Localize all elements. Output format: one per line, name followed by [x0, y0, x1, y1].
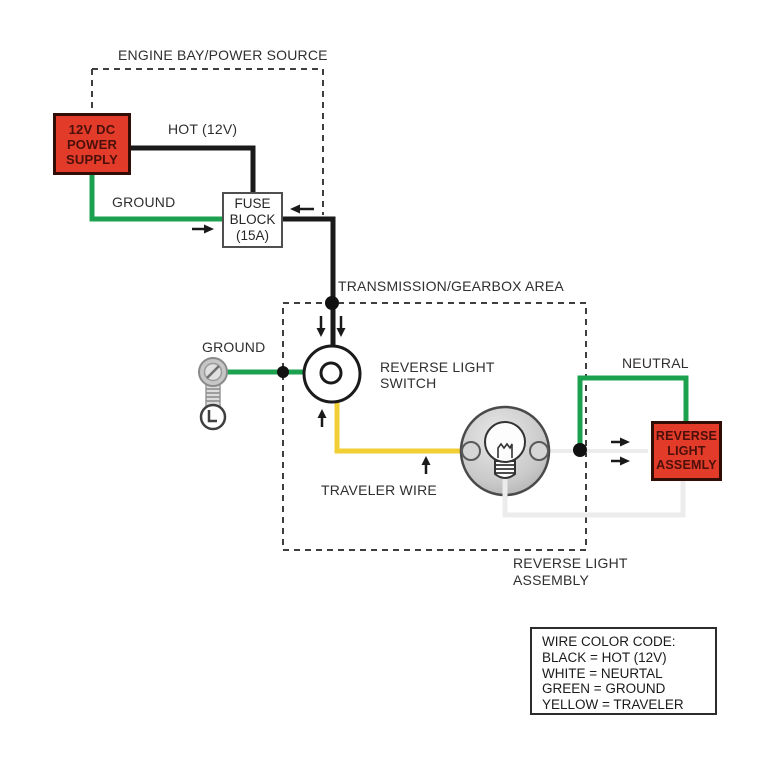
power-supply-line: 12V DC — [68, 121, 116, 137]
switch-label-line: REVERSE LIGHT — [380, 359, 495, 375]
junction-dot-ground — [277, 366, 289, 378]
assembly-box-line: REVERSE — [655, 429, 718, 444]
area-label-line: REVERSE LIGHT — [513, 555, 628, 571]
right-arrow-icon — [611, 456, 630, 466]
switch-label-line: SWITCH — [380, 375, 437, 391]
down-arrow-icon — [336, 316, 346, 337]
neutral-green-wire-to-assembly — [577, 375, 689, 450]
fuse-block-line: BLOCK — [229, 212, 276, 227]
ground-wire-label-switch: GROUND — [202, 339, 266, 355]
legend-title: WIRE COLOR CODE: — [542, 634, 676, 649]
reverse-light-switch-label: REVERSE LIGHT SWITCH — [380, 359, 495, 391]
power-supply-line: SUPPLY — [65, 151, 119, 167]
traveler-wire-label: TRAVELER WIRE — [321, 482, 437, 498]
neutral-wire-label: NEUTRAL — [622, 355, 689, 371]
up-arrow-icon — [421, 456, 431, 474]
light-bulb-icon — [484, 421, 526, 479]
reverse-light-switch-symbol — [302, 344, 362, 404]
reverse-light-area-label: REVERSE LIGHT ASSEMBLY — [513, 555, 628, 589]
area-label-line: ASSEMBLY — [513, 572, 590, 588]
engine-bay-dashed-region — [91, 68, 324, 215]
power-supply-line: POWER — [66, 136, 118, 152]
reverse-light-bulb-assembly — [459, 405, 686, 518]
right-arrow-icon — [611, 437, 630, 447]
legend-entry: YELLOW = TRAVELER — [542, 697, 684, 713]
wire-color-legend: WIRE COLOR CODE: BLACK = HOT (12V) WHITE… — [530, 627, 717, 715]
hot-wire-label: HOT (12V) — [168, 121, 238, 137]
junction-dot-transmission-entry — [325, 296, 339, 310]
power-supply-box: 12V DC POWER SUPPLY — [53, 113, 131, 175]
legend-entry: BLACK = HOT (12V) — [542, 649, 667, 665]
fuse-block-line: FUSE — [234, 196, 271, 211]
legend-entry: GREEN = GROUND — [542, 681, 666, 697]
ground-wire-label-power: GROUND — [112, 194, 176, 210]
bulb-left-terminal — [461, 441, 481, 461]
bulb-right-terminal — [529, 441, 549, 461]
assembly-box-line: ASSEMLY — [656, 458, 717, 473]
ground-bolt-icon — [198, 357, 228, 431]
neutral-white-wire-bulb-bottom — [502, 474, 686, 518]
traveler-wire — [334, 399, 464, 454]
hot-wire-fuse-to-switch — [283, 216, 336, 346]
ground-wire-supply-to-fuse — [89, 174, 222, 222]
reverse-light-assembly-box: REVERSE LIGHT ASSEMLY — [651, 421, 722, 481]
assembly-box-line: LIGHT — [667, 443, 706, 458]
hot-wire-supply-to-fuse — [131, 145, 256, 192]
junction-dot-neutral — [573, 443, 587, 457]
right-arrow-icon — [192, 224, 214, 234]
legend-entry: WHITE = NEURTAL — [542, 665, 663, 681]
fuse-block-line: (15A) — [235, 228, 269, 243]
up-arrow-icon — [317, 409, 327, 427]
left-arrow-icon — [290, 204, 314, 214]
flow-arrows — [192, 204, 630, 474]
transmission-title: TRANSMISSION/GEARBOX AREA — [338, 278, 564, 294]
fuse-block-box: FUSE BLOCK (15A) — [222, 192, 283, 248]
down-arrow-icon — [316, 316, 326, 337]
engine-bay-title: ENGINE BAY/POWER SOURCE — [118, 47, 328, 63]
